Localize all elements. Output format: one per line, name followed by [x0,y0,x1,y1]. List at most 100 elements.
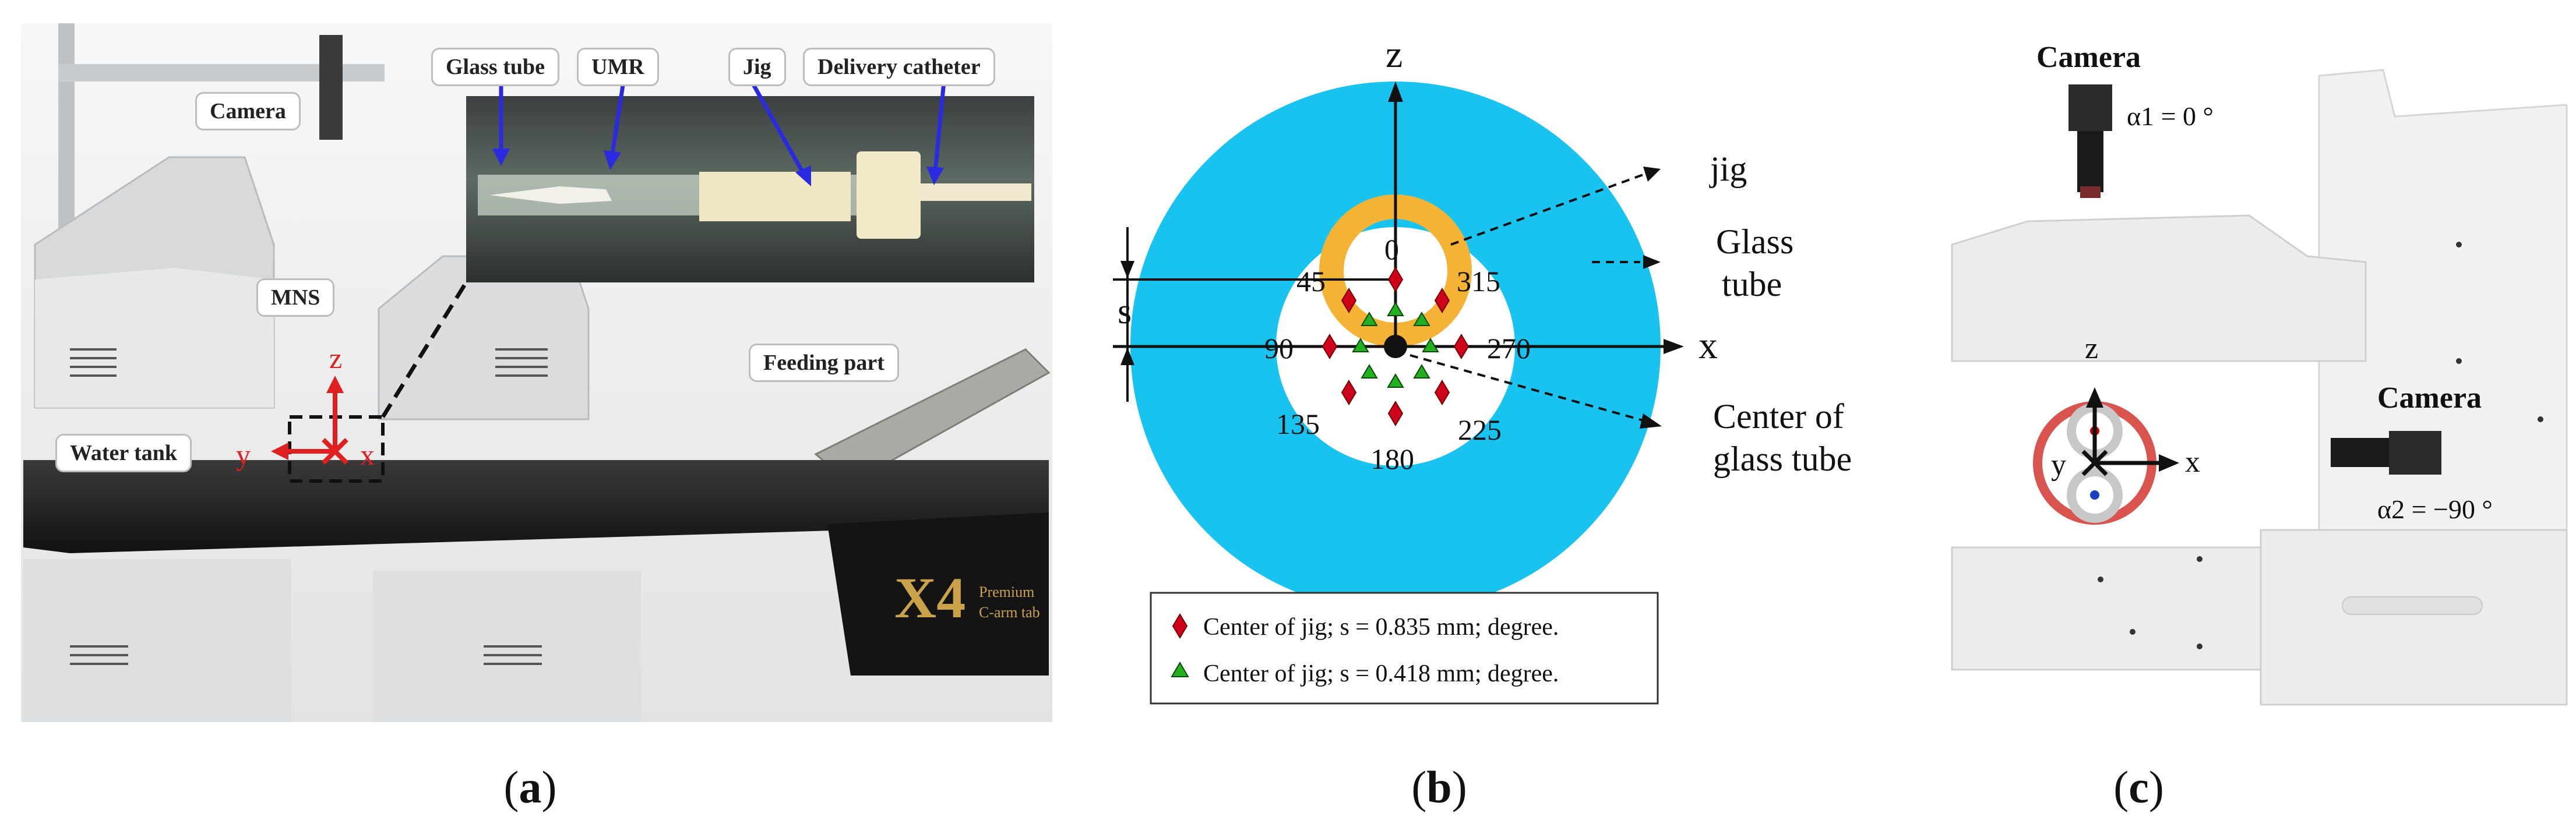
vent-grille-left [70,348,117,377]
triangle-180 [1387,373,1404,388]
device-brand-small2: C-arm tab [979,604,1040,621]
label-water-tank: Water tank [55,434,192,472]
vent-grille-lower [70,645,542,665]
camera-side-angle: α2 = −90 ° [2377,494,2493,524]
x-axis-label: x [1698,324,1718,367]
angle-45: 45 [1296,265,1326,298]
inset-arrows [492,80,946,186]
axis-y-label: y [2051,448,2066,482]
mns-unit-right [378,255,590,420]
caption-c-letter: c [2129,762,2149,812]
slot [2342,596,2483,615]
panel-c: Camera α1 = 0 ° Camera α2 = −90 ° z x y … [1911,0,2576,831]
center-dot [1384,335,1407,358]
label-delivery-catheter: Delivery catheter [803,48,995,86]
inset-jig [699,172,851,221]
camera-top-angle: α1 = 0 ° [2127,101,2214,131]
caption-b-letter: b [1426,762,1452,812]
camera-side-label: Camera [2377,381,2482,415]
inset-umr [489,186,612,204]
x-axis-arrow [1664,339,1684,354]
diamond-90 [1322,334,1338,359]
callout-glass-tube-label-1: Glass [1716,222,1793,261]
angle-0: 0 [1384,233,1399,266]
caption-b: (b) [1411,762,1467,812]
center-blue [2090,490,2099,500]
label-jig: Jig [728,48,786,86]
caption-c: (c) [2113,762,2164,812]
callout-glass-tube-label-2: tube [1722,265,1782,303]
camera-top-label: Camera [2036,41,2141,74]
zoom-leader [381,281,468,418]
angle-90: 90 [1264,332,1294,365]
table-base [827,512,1049,676]
panel-c-render: Camera α1 = 0 ° Camera α2 = −90 ° z x y [1951,41,2568,706]
jig-centers-triangles [1352,302,1439,388]
table-top [23,460,1049,553]
jig-centers-diamonds [1322,267,1470,426]
angle-270: 270 [1487,332,1531,365]
gantry-post [58,23,75,256]
triangle-225 [1413,364,1430,379]
arm-upper [1951,214,2367,362]
camera-body [319,35,343,140]
caption-a-letter: a [519,762,542,812]
axis-z-label: z [2085,332,2098,365]
jig-ring-bottom [2067,467,2123,523]
offset-label: s [1118,292,1132,331]
diamond-225 [1434,380,1450,405]
panel-b: z x s 0 45 315 90 270 135 225 180 [1060,0,1911,831]
diamond-180 [1387,401,1404,426]
legend-diamond-icon [1172,613,1188,639]
arm-lower [1951,546,2262,671]
panel-b-diagram: z x s 0 45 315 90 270 135 225 180 [1113,33,1852,705]
lower-cabinet-left [23,559,291,722]
label-feeding-part: Feeding part [749,344,899,382]
inset-connector [857,151,921,239]
device-brand-small1: Premium [979,584,1034,600]
axis-z-label: z [329,342,342,374]
panel-a-photo: X4 Premium C-arm tab z y x [21,23,1052,722]
angle-180: 180 [1370,443,1414,475]
camera-side-body [2389,431,2441,475]
triangle-270 [1422,338,1439,352]
axis-x-label: x [2185,445,2200,479]
diamond-0 [1387,267,1404,292]
diamond-270 [1453,334,1470,359]
callout-center-label-1: Center of [1713,397,1844,436]
body-dots [2098,242,2543,649]
diamond-135 [1341,380,1357,405]
label-umr: UMR [577,48,659,86]
triangle-315 [1413,312,1430,326]
label-glass-tube: Glass tube [431,48,559,86]
camera-side-lens [2331,438,2389,467]
diamond-315 [1434,288,1450,313]
triangle-90 [1352,338,1369,352]
callout-jig [1450,174,1644,246]
camera-top-lens [2077,131,2103,192]
callout-center [1409,354,1644,422]
caption-a: (a) [503,762,557,812]
label-mns: MNS [256,278,335,317]
legend-triangle-icon [1171,662,1189,677]
angle-135: 135 [1276,408,1320,440]
callout-center-label-2: glass tube [1713,440,1852,478]
axes-red [271,376,348,465]
axis-y-label: y [236,439,251,471]
device-brand: X4 [894,565,965,630]
triangle-45 [1361,312,1378,326]
label-camera: Camera [195,92,301,130]
triangle-0 [1387,302,1404,316]
axis-x-label: x [360,439,375,471]
legend-item-triangle: Center of jig; s = 0.418 mm; degree. [1203,660,1559,687]
diamond-45 [1341,288,1357,313]
inset-catheter [921,183,1031,201]
legend-box [1150,592,1659,705]
z-axis-arrow [1388,82,1403,102]
angle-225: 225 [1458,413,1502,446]
z-axis-label: z [1386,33,1402,76]
callout-jig-label: jig [1709,150,1747,188]
triangle-135 [1361,364,1378,379]
legend-item-diamond: Center of jig; s = 0.835 mm; degree. [1203,614,1559,641]
system-base [2260,529,2568,706]
